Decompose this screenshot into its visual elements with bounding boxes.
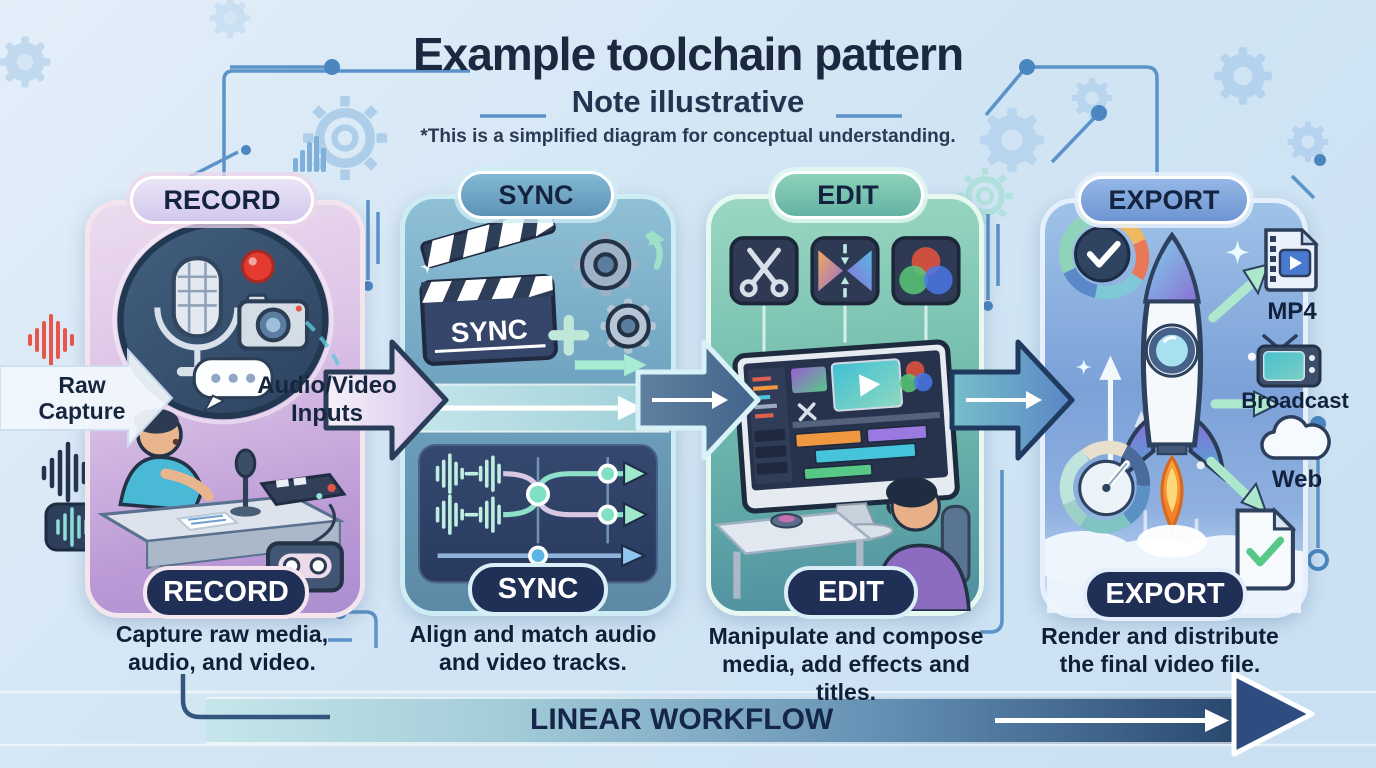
stage-panel-sync: SYNC [400,194,676,616]
export-top-badge: EXPORT [1078,176,1250,224]
diagram-header: Example toolchain pattern Note illustrat… [0,30,1376,148]
sparkle-icon [1075,359,1092,375]
edit-top-badge: EDIT [772,171,924,219]
distribution-arrows [1206,263,1281,515]
flow-band-segment [406,383,670,433]
mixer-console-icon [259,472,347,506]
edit-bottom-label: EDIT [817,576,885,608]
timeline [792,411,941,481]
edit-desk [714,511,874,599]
clapperboard-label: SYNC [450,313,528,348]
waveform-red-icon [28,314,74,366]
editing-monitor [732,339,960,543]
mp4-file-icon [1264,228,1320,292]
scissors-mini-icon [797,402,817,422]
export-top-label: EXPORT [1108,184,1220,215]
page-title: Example toolchain pattern [412,28,964,80]
edit-bottom-badge: EDIT [784,566,918,619]
workflow-arrowhead-icon [1231,671,1315,757]
record-bottom-badge: RECORD [143,566,309,619]
linear-workflow-band: LINEAR WORKFLOW [205,697,1235,744]
scissors-tool-icon [729,236,799,306]
transition-tool-icon [810,236,880,306]
sync-illustration: SYNC [406,207,670,584]
edit-caption: Manipulate and compose media, add effect… [708,623,984,706]
stage-panel-edit [706,194,984,616]
speech-bubble-icon [192,357,274,414]
broadcast-label: Broadcast [1241,388,1349,413]
page-subtitle: Note illustrative [571,84,805,120]
preview-player [830,358,904,412]
gauge-icon [1059,440,1150,534]
sync-bottom-label: SYNC [497,573,579,605]
track-sync-diagram [418,443,658,584]
circuit-node-ring [1307,549,1329,571]
plus-icon [548,314,590,356]
small-arrow-icon [574,353,647,377]
cloud-icon [1260,415,1331,460]
sync-top-label: SYNC [498,179,574,210]
export-bottom-label: EXPORT [1105,578,1225,610]
edit-illustration [714,236,971,611]
sync-caption: Align and match audio and video tracks. [409,621,657,676]
approved-document-icon [1235,506,1297,591]
export-bottom-badge: EXPORT [1083,568,1247,621]
edit-top-label: EDIT [817,179,879,210]
record-top-badge: RECORD [130,176,314,224]
record-dot-icon [240,249,275,284]
mp4-label: MP4 [1267,298,1317,325]
sparkle-icon [1225,240,1250,265]
clapperboard-icon: SYNC [419,207,558,366]
camera-icon [237,293,310,351]
record-bottom-label: RECORD [163,576,289,608]
sync-top-badge: SYNC [458,171,614,219]
web-label: Web [1271,466,1323,493]
check-ring-icon [1058,210,1150,300]
color-wheel-tool-icon [891,236,961,306]
disclaimer-note: *This is a simplified diagram for concep… [420,126,956,148]
color-wheel-mini-icon [899,361,933,393]
export-caption: Render and distribute the final video fi… [1041,623,1279,678]
exhaust-cloud [1137,524,1207,558]
paper-icon [175,511,240,532]
gear-icon [573,229,666,354]
desk-microphone-icon [230,448,261,517]
raw-capture-label: Raw Capture [38,372,126,425]
av-inputs-label: Audio/Video Inputs [257,372,397,427]
waveform-track-icon [435,453,501,535]
band-white-arrow [995,709,1229,732]
tv-icon [1256,334,1322,388]
linear-workflow-label: LINEAR WORKFLOW [530,703,834,736]
record-caption: Capture raw media, audio, and video. [115,621,329,676]
clip-thumbnail [790,366,828,394]
sync-bottom-badge: SYNC [468,563,608,616]
record-top-label: RECORD [163,184,281,215]
rocket-icon [1118,231,1226,533]
